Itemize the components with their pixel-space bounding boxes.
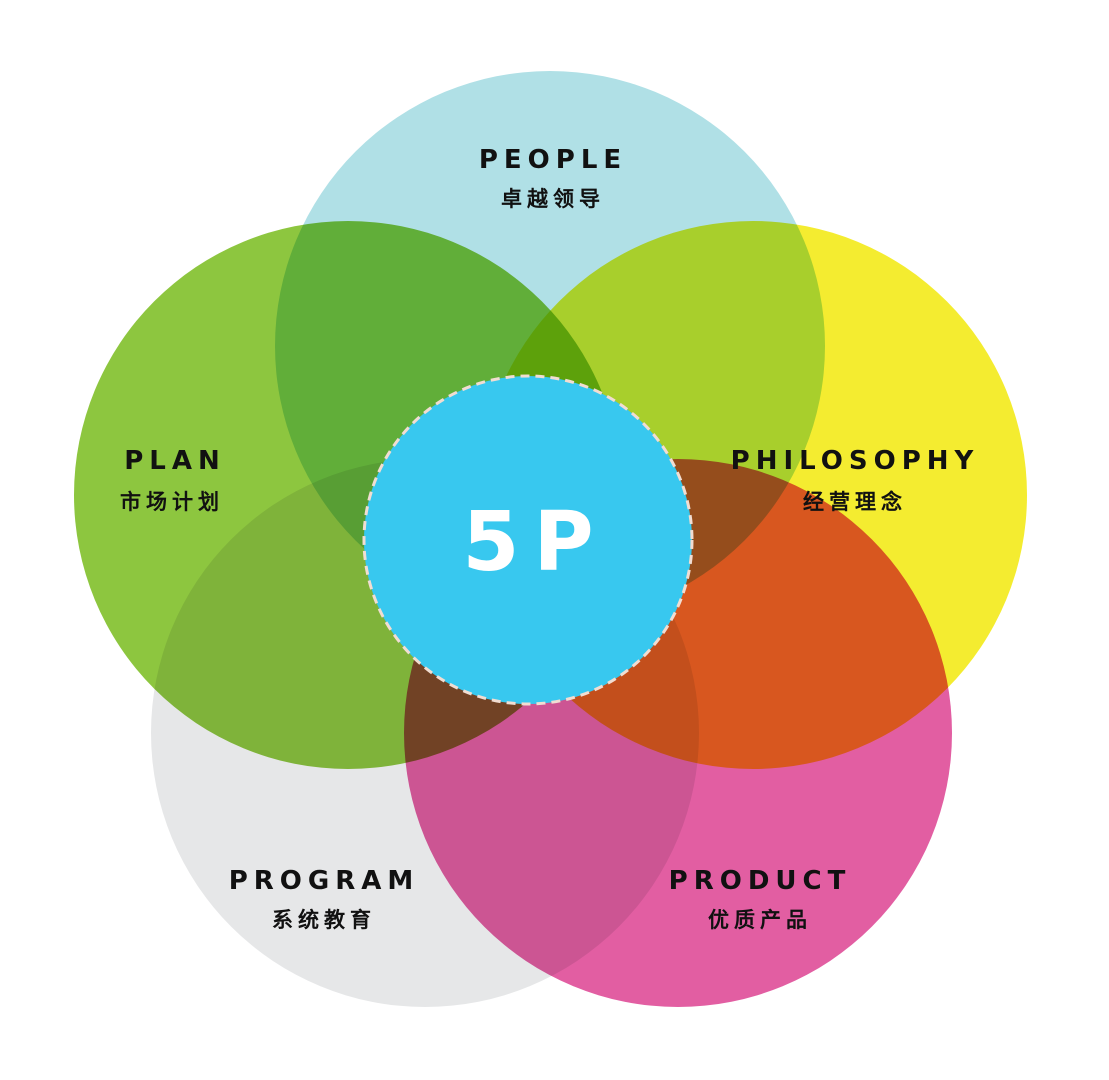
program-subtitle: 系统教育 (272, 908, 376, 932)
center-label: 5P (462, 495, 607, 590)
center-circle-border (362, 374, 694, 706)
product-subtitle: 优质产品 (708, 908, 812, 932)
philosophy-subtitle: 经营理念 (803, 490, 907, 514)
plan-title: PLAN (124, 446, 226, 476)
center-hub: 5P (362, 374, 694, 706)
product-title: PRODUCT (669, 866, 852, 896)
plan-subtitle: 市场计划 (120, 490, 224, 514)
people-subtitle: 卓越领导 (501, 187, 605, 211)
program-title: PROGRAM (229, 866, 420, 896)
people-title: PEOPLE (479, 145, 627, 175)
center-circle (364, 376, 692, 704)
philosophy-title: PHILOSOPHY (731, 446, 980, 476)
labels: PEOPLE 卓越领导 PLAN 市场计划 PHILOSOPHY 经营理念 PR… (120, 145, 980, 932)
